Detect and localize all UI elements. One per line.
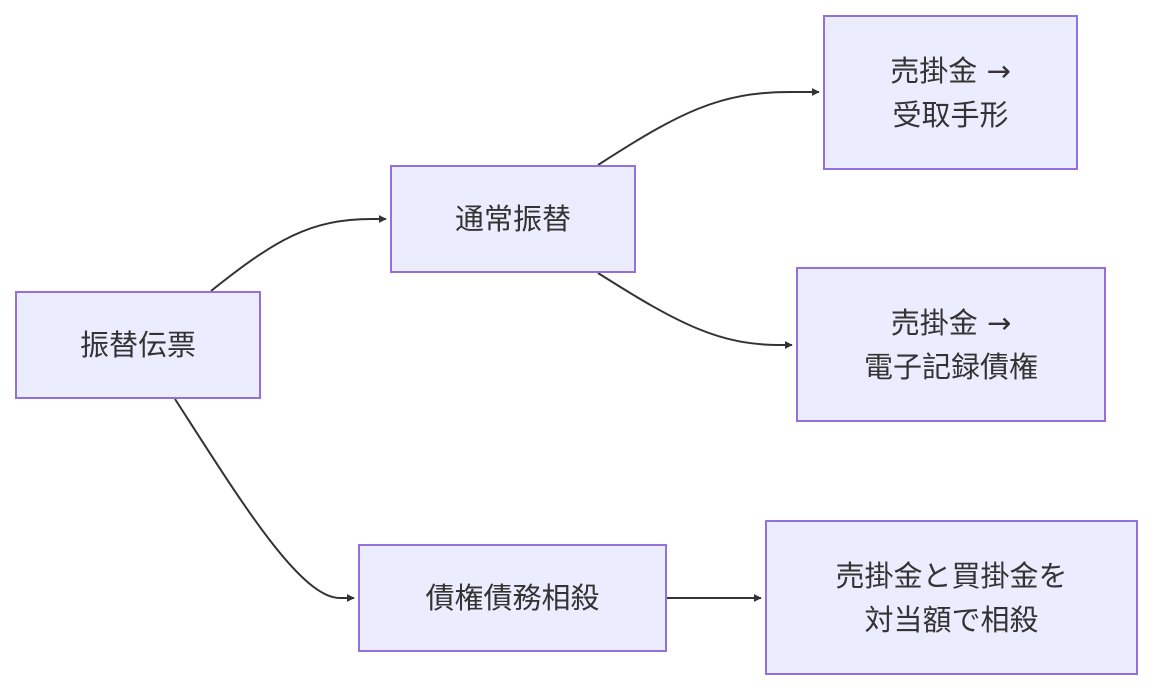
- node-tsujo-furikae: 通常振替: [390, 165, 636, 273]
- edge-furikae-to-tsujo: [210, 215, 387, 292]
- node-furikae-denpyo: 振替伝票: [15, 291, 261, 399]
- node-urikake-kaikake-sousai: 売掛金と買掛金を 対当額で相殺: [765, 520, 1138, 675]
- edge-tsujo-to-denshi: [597, 272, 793, 349]
- node-urikake-to-uketori-tegata: 売掛金 → 受取手形: [823, 15, 1078, 170]
- node-label: 振替伝票: [79, 328, 196, 362]
- node-label-line1: 売掛金 →: [890, 305, 1012, 340]
- node-label-line1: 売掛金 →: [890, 53, 1011, 88]
- node-urikake-to-denshi-kiroku-saiken: 売掛金 → 電子記録債権: [796, 267, 1106, 422]
- node-label: 通常振替: [454, 202, 571, 236]
- node-label-line2: 対当額で相殺: [864, 602, 1039, 637]
- node-label-line1: 売掛金と買掛金を: [835, 558, 1068, 593]
- edge-furikae-to-saimu: [174, 398, 355, 602]
- node-label: 債権債務相殺: [425, 581, 600, 615]
- node-saiken-saimu-sousai: 債権債務相殺: [358, 544, 667, 652]
- node-label-line2: 受取手形: [892, 97, 1009, 132]
- edge-tsujo-to-tegata: [597, 88, 820, 166]
- node-label-line2: 電子記録債権: [863, 349, 1038, 384]
